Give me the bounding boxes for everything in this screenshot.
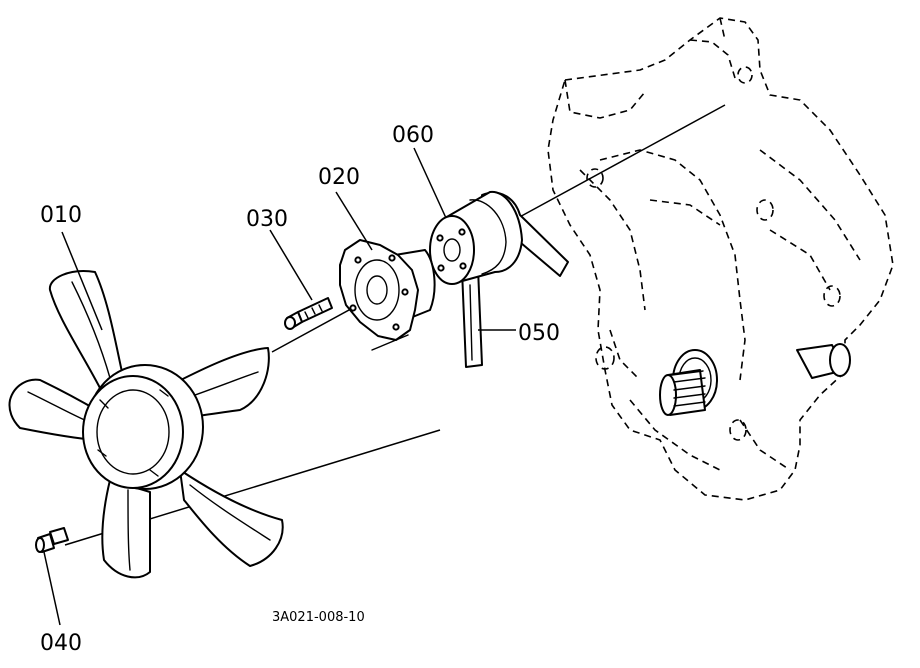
flange-bolt xyxy=(284,297,333,330)
part-label-050: 050 xyxy=(518,321,560,346)
part-label-030: 030 xyxy=(246,207,288,232)
leader-020 xyxy=(335,191,373,251)
crankshaft xyxy=(659,349,718,416)
fan-pulley xyxy=(429,190,523,285)
pulley-flange xyxy=(339,239,436,351)
leader-040 xyxy=(43,551,61,626)
leader-010 xyxy=(61,231,103,331)
part-label-020: 020 xyxy=(318,165,360,190)
leader-060 xyxy=(413,147,447,219)
figure-code: 3A021-008-10 xyxy=(272,610,365,625)
part-label-060: 060 xyxy=(392,123,434,148)
dowel-pin xyxy=(796,343,851,379)
part-label-010: 010 xyxy=(40,203,82,228)
fan-bolt xyxy=(35,527,69,553)
leader-030 xyxy=(269,229,313,301)
part-label-040: 040 xyxy=(40,631,82,656)
fan xyxy=(8,270,284,579)
gear-case-outline xyxy=(547,17,894,501)
